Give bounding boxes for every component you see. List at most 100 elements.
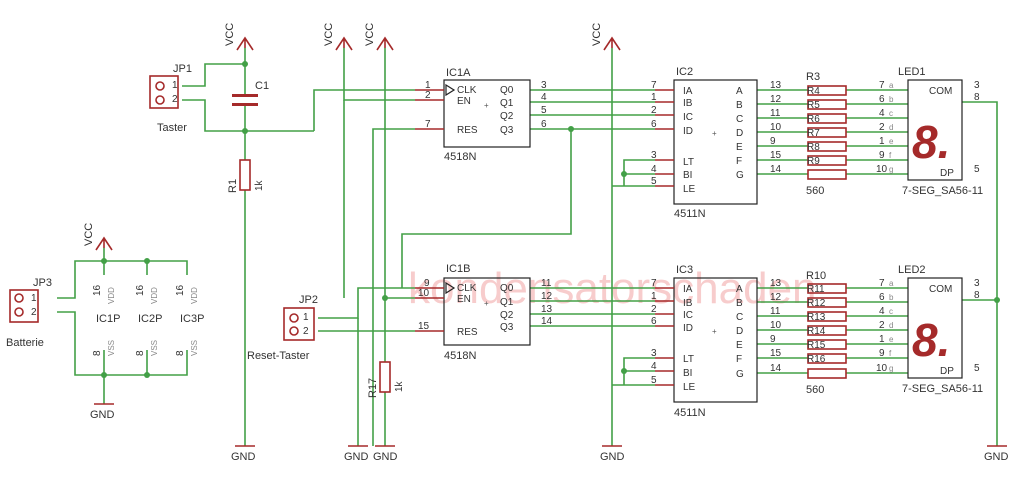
svg-text:5: 5 (974, 363, 980, 374)
svg-text:10: 10 (876, 164, 888, 175)
svg-text:VSS: VSS (107, 340, 116, 356)
svg-text:B: B (736, 298, 743, 309)
jp2-label: Reset-Taster (247, 350, 310, 362)
svg-text:9: 9 (879, 150, 885, 161)
svg-text:4: 4 (651, 164, 657, 175)
svg-text:8: 8 (175, 350, 186, 356)
svg-text:6: 6 (541, 119, 547, 130)
svg-text:16: 16 (175, 284, 186, 296)
svg-text:1: 1 (425, 80, 431, 91)
gnd-symbol-battery: GND (90, 403, 115, 421)
ic1p-power: 16 VDD IC1P 8 VSS (92, 284, 120, 356)
svg-text:6: 6 (651, 119, 657, 130)
svg-text:A: A (736, 284, 743, 295)
svg-text:Q1: Q1 (500, 297, 514, 308)
svg-text:12: 12 (541, 291, 553, 302)
svg-text:3: 3 (541, 80, 547, 91)
svg-text:COM: COM (929, 284, 952, 295)
svg-text:1: 1 (651, 291, 657, 302)
svg-text:2: 2 (651, 105, 657, 116)
svg-text:IC1A: IC1A (446, 67, 471, 79)
svg-text:4511N: 4511N (674, 208, 706, 220)
svg-text:G: G (736, 170, 744, 181)
svg-text:g: g (889, 165, 893, 174)
svg-text:R8: R8 (807, 142, 820, 153)
svg-text:a: a (889, 279, 894, 288)
svg-text:Q1: Q1 (500, 98, 514, 109)
svg-text:R14: R14 (807, 326, 826, 337)
svg-text:12: 12 (770, 94, 782, 105)
svg-text:6: 6 (879, 292, 885, 303)
svg-text:IA: IA (683, 86, 693, 97)
svg-text:8: 8 (92, 350, 103, 356)
svg-text:VSS: VSS (150, 340, 159, 356)
seven-segment-glyph: 8. (912, 116, 950, 168)
svg-text:2: 2 (879, 320, 885, 331)
svg-text:8: 8 (135, 350, 146, 356)
resistor-array-r10: R10 R11 R12 R13 R14 R15 R16 560 (806, 270, 847, 396)
svg-text:COM: COM (929, 86, 952, 97)
svg-text:GND: GND (984, 451, 1009, 463)
svg-text:4: 4 (541, 92, 547, 103)
svg-text:11: 11 (770, 108, 781, 119)
jp3-connector: 1 2 JP3 Batterie (6, 277, 52, 349)
svg-text:5: 5 (974, 164, 980, 175)
svg-text:Q3: Q3 (500, 125, 514, 136)
svg-text:D: D (736, 326, 743, 337)
jp1-label: Taster (157, 122, 187, 134)
svg-text:EN: EN (457, 294, 471, 305)
junctions (101, 61, 1000, 378)
svg-text:DP: DP (940, 366, 954, 377)
svg-text:7: 7 (651, 278, 657, 289)
svg-text:6: 6 (879, 94, 885, 105)
counter-ic1a: CLK EN RES 1 2 7 Q0 Q1 Q2 Q3 3 4 5 6 + I… (415, 67, 547, 163)
svg-text:GND: GND (600, 451, 625, 463)
svg-text:5: 5 (651, 176, 657, 187)
svg-text:g: g (889, 364, 893, 373)
svg-text:IB: IB (683, 98, 693, 109)
svg-text:A: A (736, 86, 743, 97)
svg-text:3: 3 (974, 278, 980, 289)
jp1-name: JP1 (173, 63, 192, 75)
svg-text:10: 10 (770, 122, 782, 133)
svg-text:GND: GND (90, 409, 115, 421)
svg-text:6: 6 (651, 316, 657, 327)
svg-text:9: 9 (424, 278, 430, 289)
svg-text:LT: LT (683, 157, 694, 168)
jp3-name: JP3 (33, 277, 52, 289)
svg-text:8: 8 (974, 290, 980, 301)
resistor-array-r3: R3 R4 R5 R6 R7 R8 R9 560 (806, 71, 847, 197)
svg-text:15: 15 (770, 348, 782, 359)
svg-text:R9: R9 (807, 156, 820, 167)
svg-text:R10: R10 (806, 270, 826, 282)
svg-text:1: 1 (651, 92, 657, 103)
svg-text:LE: LE (683, 184, 696, 195)
svg-text:B: B (736, 100, 743, 111)
svg-text:R5: R5 (807, 100, 820, 111)
svg-text:EN: EN (457, 96, 471, 107)
svg-text:VCC: VCC (83, 223, 95, 246)
svg-text:C: C (736, 114, 743, 125)
svg-text:1k: 1k (394, 380, 405, 392)
svg-text:VCC: VCC (591, 23, 603, 46)
svg-text:IC: IC (683, 112, 693, 123)
svg-text:Q2: Q2 (500, 310, 514, 321)
svg-text:e: e (889, 137, 894, 146)
ic3p-power: 16 VDD IC3P 8 VSS (175, 284, 204, 356)
svg-text:b: b (889, 95, 894, 104)
vcc-symbol-decoders: VCC (591, 23, 621, 51)
svg-text:VCC: VCC (323, 23, 335, 46)
svg-text:8: 8 (974, 92, 980, 103)
svg-text:15: 15 (770, 150, 782, 161)
counter-ic1b: CLK EN RES 9 10 15 Q0 Q1 Q2 Q3 11 12 13 … (415, 263, 553, 362)
svg-text:VDD: VDD (107, 287, 116, 304)
svg-text:CLK: CLK (457, 85, 477, 96)
svg-text:3: 3 (651, 150, 657, 161)
svg-text:GND: GND (344, 451, 369, 463)
svg-text:7-SEG_SA56-11: 7-SEG_SA56-11 (902, 383, 983, 395)
svg-text:LED1: LED1 (898, 66, 926, 78)
jp3-label: Batterie (6, 337, 44, 349)
svg-text:10: 10 (876, 363, 888, 374)
svg-text:+: + (712, 129, 717, 138)
svg-text:Q3: Q3 (500, 322, 514, 333)
